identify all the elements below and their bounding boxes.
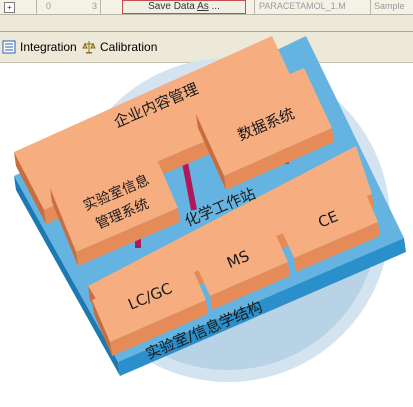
- tab-integration-label: Integration: [20, 40, 77, 54]
- grid-cell-3: 3: [92, 1, 98, 11]
- ce-block: [276, 180, 380, 272]
- tab-calibration-label: Calibration: [100, 40, 158, 54]
- data-system-block: [196, 68, 334, 190]
- tab-integration[interactable]: Integration: [2, 38, 77, 56]
- integration-icon: [2, 40, 16, 54]
- tab-calibration[interactable]: Calibration: [82, 38, 157, 56]
- expand-box-icon[interactable]: +: [4, 2, 15, 13]
- calibration-icon: [82, 41, 96, 54]
- lcgc-block: [92, 258, 208, 356]
- lims-block: [50, 148, 180, 266]
- toolbar-row: [0, 15, 413, 32]
- grid-cell-0: 0: [46, 1, 52, 11]
- ms-block: [192, 222, 290, 310]
- save-data-as-button[interactable]: Save Data As ...: [122, 0, 246, 14]
- grid-cell-method: PARACETAMOL_1.M: [259, 1, 346, 11]
- grid-cell-sample: Sample: [374, 1, 405, 11]
